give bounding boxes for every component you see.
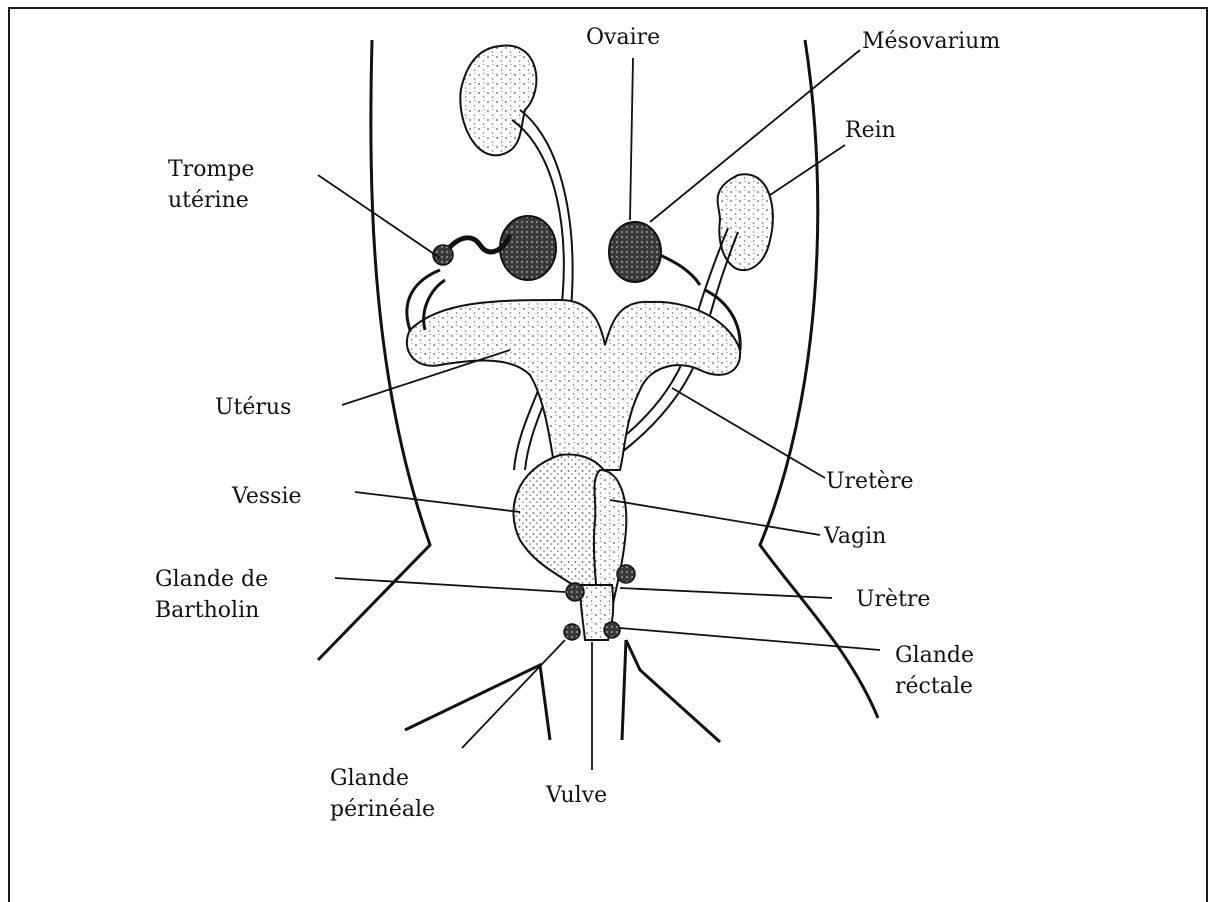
leader-vagin: [610, 500, 820, 535]
label-trompe-uterine: Trompe utérine: [168, 154, 254, 216]
uterus: [407, 300, 740, 470]
leader-vessie: [355, 492, 520, 512]
label-perineale-line2: périnéale: [330, 794, 435, 825]
label-perineale-line1: Glande: [330, 763, 435, 794]
label-trompe-line1: Trompe: [168, 154, 254, 185]
lower-body-outline: [405, 640, 720, 742]
right-kidney: [718, 174, 773, 270]
label-bartholin-line1: Glande de: [155, 564, 268, 595]
label-mesovarium: Mésovarium: [862, 26, 1000, 57]
right-ovary: [609, 222, 700, 285]
label-glande-rectale: Glande réctale: [895, 640, 974, 702]
label-rectale-line1: Glande: [895, 640, 974, 671]
leader-rectale: [620, 628, 880, 650]
label-uretere: Uretère: [826, 466, 913, 497]
label-ovaire: Ovaire: [586, 22, 660, 53]
label-glande-de-bartholin: Glande de Bartholin: [155, 564, 268, 626]
leader-ovaire: [630, 58, 633, 220]
label-trompe-line2: utérine: [168, 185, 254, 216]
left-kidney: [460, 46, 536, 156]
label-uretre: Urètre: [856, 584, 930, 615]
label-glande-perineale: Glande périnéale: [330, 763, 435, 825]
left-ovary: [433, 216, 556, 280]
label-rectale-line2: réctale: [895, 671, 974, 702]
label-vulve: Vulve: [546, 780, 607, 811]
label-uterus: Utérus: [215, 392, 291, 423]
leader-rein: [770, 145, 845, 195]
leader-bartholin: [335, 578, 565, 592]
label-vagin: Vagin: [824, 521, 886, 552]
label-vessie: Vessie: [232, 481, 302, 512]
label-rein: Rein: [845, 115, 896, 146]
label-bartholin-line2: Bartholin: [155, 595, 268, 626]
leader-uretre: [620, 588, 832, 598]
leader-trompe: [318, 175, 440, 258]
